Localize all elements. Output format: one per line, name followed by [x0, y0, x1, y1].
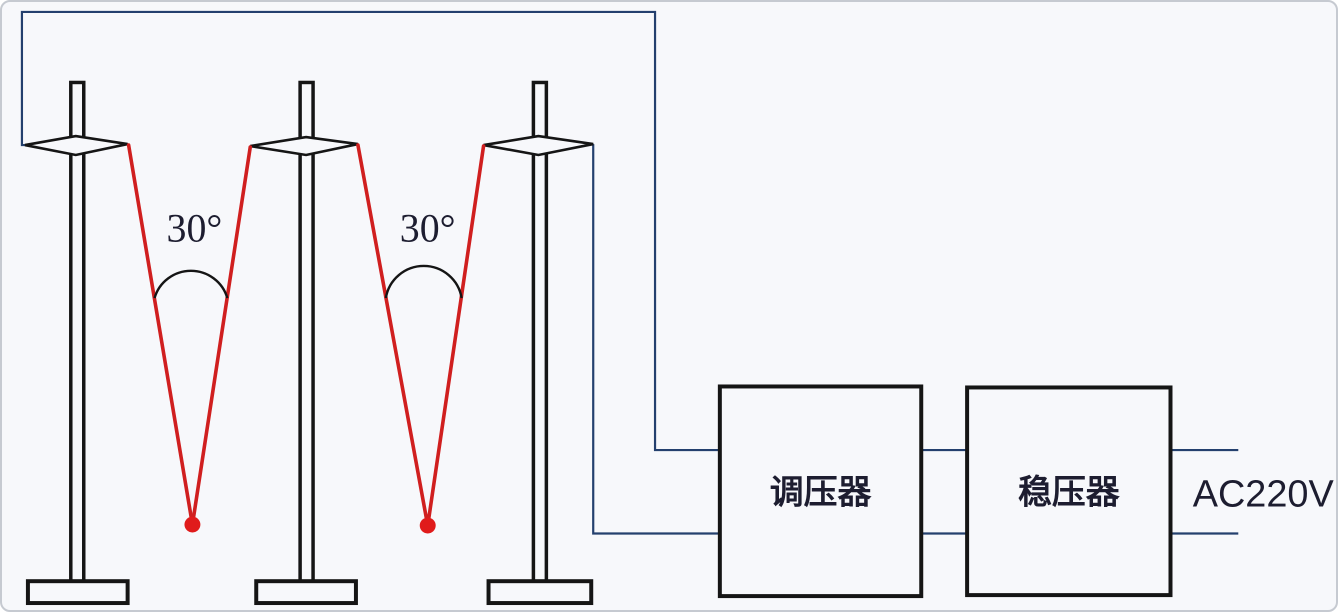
pole-1-shaft: [69, 80, 86, 583]
angle-annotations: 30° 30°: [153, 206, 463, 299]
red-wire-span2-rise: [425, 144, 486, 528]
regulator-box: [717, 384, 924, 599]
pole-1-crossarm: [24, 134, 128, 157]
pole-1: [24, 80, 130, 606]
red-wire-span1-rise: [190, 145, 253, 527]
red-wire-span2-drop: [356, 143, 430, 528]
regulator-label: 调压器: [770, 474, 873, 512]
angle-arc-1: [153, 269, 229, 299]
red-sample-wires: [126, 143, 486, 534]
pole-1-base: [25, 579, 130, 606]
pole-2-crossarm: [250, 135, 359, 157]
supply-wire-top-loop: [20, 10, 720, 452]
stabilizer-unit: 稳压器: [965, 385, 1173, 598]
pole-3-base: [486, 579, 594, 606]
angle-label-2: 30°: [400, 206, 456, 250]
red-wire-span1-drop: [126, 143, 195, 527]
pole-2: [250, 80, 359, 606]
suspension-weight-1: [184, 516, 201, 533]
suspension-weight-2: [419, 517, 436, 534]
stabilizer-label: 稳压器: [1018, 474, 1121, 512]
angle-arc-2: [384, 264, 463, 299]
pole-2-base: [254, 579, 358, 606]
angle-label-1: 30°: [167, 206, 223, 250]
stabilizer-box: [965, 385, 1173, 598]
supply-wiring: [20, 10, 1239, 535]
regulator-unit: 调压器: [717, 384, 924, 599]
pole-3-crossarm: [483, 134, 594, 157]
pole-3-shaft: [531, 80, 549, 583]
ac-supply-label: AC220V: [1193, 474, 1335, 516]
supply-wire-return: [592, 144, 720, 535]
pole-2-shaft: [298, 80, 315, 583]
pole-3: [483, 80, 594, 606]
